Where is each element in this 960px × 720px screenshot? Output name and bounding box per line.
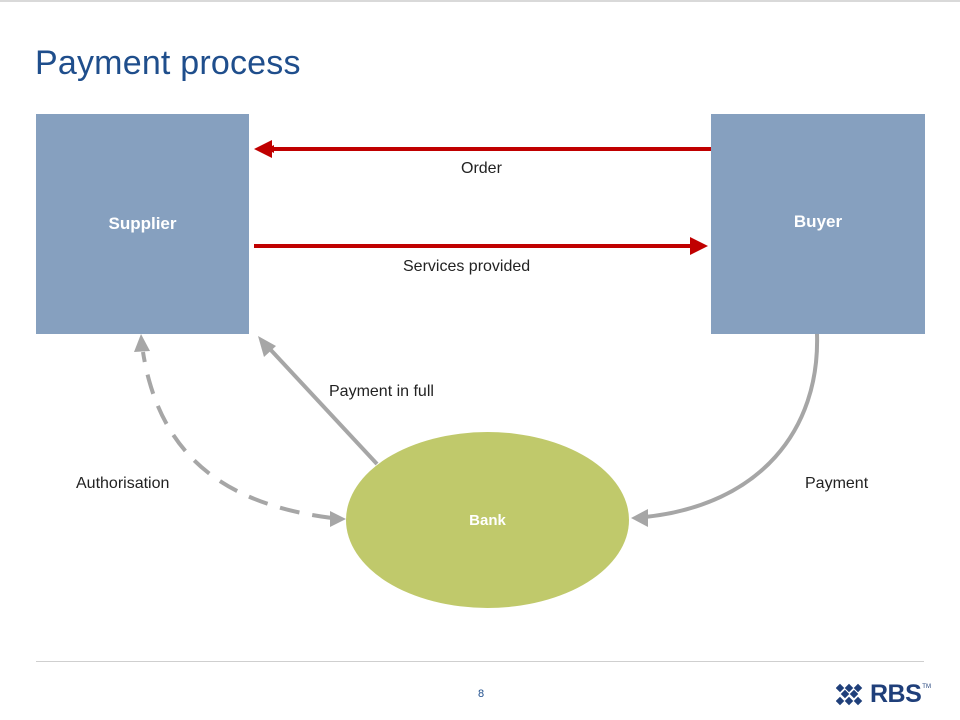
order-arrowhead bbox=[254, 140, 272, 158]
buyer-label: Buyer bbox=[793, 212, 843, 231]
payment-in-full-arrowhead bbox=[258, 336, 276, 357]
authorisation-arrow bbox=[141, 351, 333, 520]
supplier-label: Supplier bbox=[108, 214, 177, 233]
authorisation-label: Authorisation bbox=[76, 475, 170, 492]
authorisation-arrowhead-bank bbox=[330, 511, 346, 527]
rbs-logo: RBS TM bbox=[836, 680, 931, 709]
bank-ellipse: Bank bbox=[346, 432, 629, 608]
payment-arrowhead bbox=[631, 509, 648, 527]
authorisation-arrowhead-top bbox=[134, 334, 150, 352]
payment-in-full-label: Payment in full bbox=[329, 383, 434, 400]
page-number: 8 bbox=[478, 688, 485, 700]
buyer-box: Buyer bbox=[711, 114, 925, 334]
rbs-daisy-icon bbox=[836, 683, 863, 705]
top-rule bbox=[0, 0, 960, 2]
rbs-logo-text: RBS bbox=[870, 680, 922, 708]
supplier-box: Supplier bbox=[36, 114, 249, 334]
bank-label: Bank bbox=[469, 511, 506, 529]
page-title: Payment process bbox=[35, 44, 301, 82]
services-provided-label: Services provided bbox=[403, 258, 531, 275]
footer-rule bbox=[36, 661, 924, 662]
order-label: Order bbox=[461, 160, 502, 177]
payment-arrow bbox=[644, 333, 820, 519]
rbs-logo-tm: TM bbox=[922, 684, 931, 690]
services-arrowhead bbox=[690, 237, 708, 255]
payment-in-full-arrow bbox=[267, 346, 379, 466]
payment-label: Payment bbox=[805, 475, 869, 492]
